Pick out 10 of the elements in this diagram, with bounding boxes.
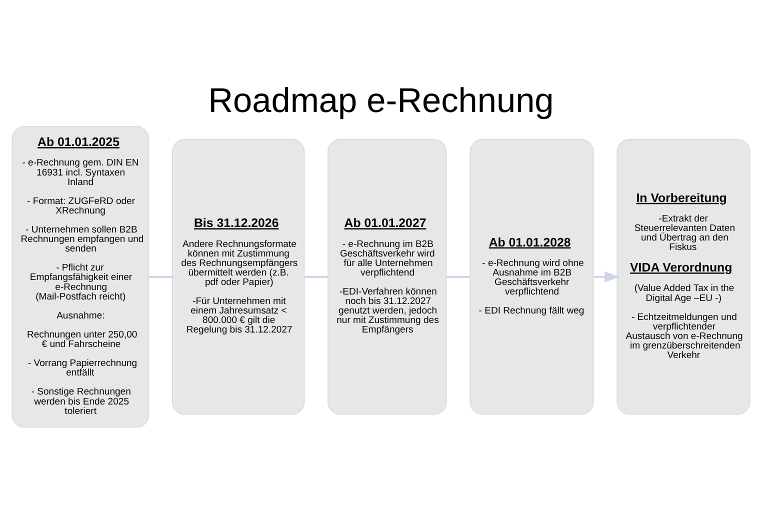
- node-box: Ab 01.01.2025 - e-Rechnung gem. DIN EN 16931 incl. Syntaxen Inland - Format: ZUGFeRD oder XRechnung - Unternehmen sollen B2B Rechnungen empfangen und senden - Pflicht zur Empfangsfähigkeit einer e-Rechnung (Mail-Postfach reicht) Ausnahme: Rechnungen unter 250,00 € und Fahrscheine - Vorrang Papierrechnung entfällt - Sonstige Rechnungen werden bis Ende 2025 toleriert: [12, 126, 150, 428]
- arrow: [594, 272, 620, 282]
- node-box: In Vorbereitung -Extrakt der Steuerrelevanten Daten und Übertrag an den Fiskus VIDA Verordnung (Value Added Tax in the Digital Age –EU -) - Echtzeitmeldungen und verpflichtender Austausch von e-Rechnung im grenzüberschreitenden Verkehr: [616, 139, 750, 415]
- connector: [148, 276, 172, 278]
- node-box: Ab 01.01.2027 - e-Rechnung im B2B Geschäftsverkehr wird für alle Unternehmen verpflichtend -EDI-Verfahren können noch bis 31.12.2027 genutzt werden, jedoch nur mit Zustimmung des Empfängers: [328, 139, 447, 415]
- node-box: Bis 31.12.2026 Andere Rechnungsformate können mit Zustimmung des Rechnungsempfängers übermittelt werden (z.B. pdf oder Papier) -Für Unternehmen mit einem Jahresumsatz < 800.000 € gilt die Regelung bis 31.12.2027: [172, 139, 305, 415]
- diagram-title: Roadmap e-Rechnung: [208, 82, 554, 120]
- node-box: Ab 01.01.2028 - e-Rechnung wird ohne Ausnahme im B2B Geschäftsverkehr verpflichtend - EDI Rechnung fällt weg: [470, 139, 594, 415]
- connector: [304, 276, 328, 278]
- connector: [446, 276, 470, 278]
